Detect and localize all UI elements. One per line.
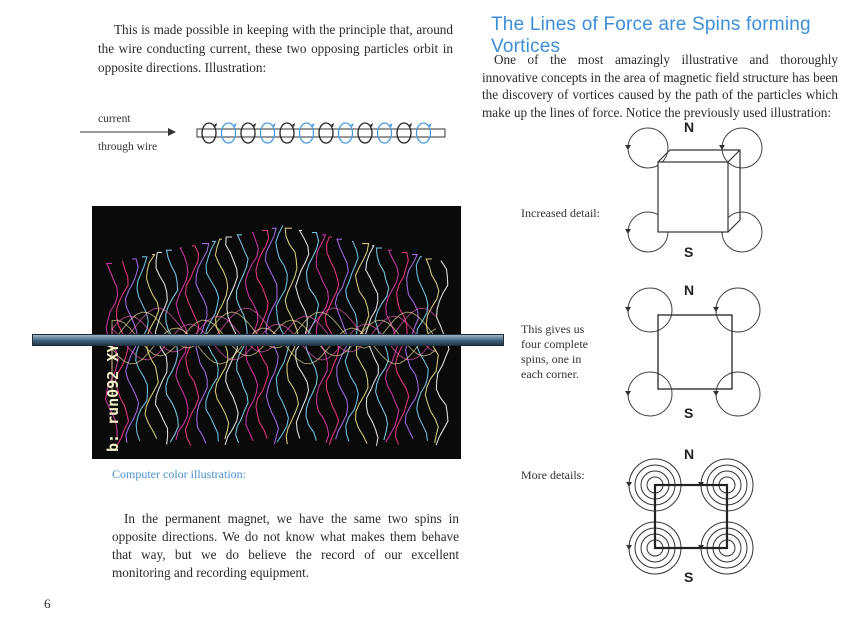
computer-color-photo: b: run092 XYZ <box>92 206 461 459</box>
through-wire-label: through wire <box>98 141 158 153</box>
arrowhead-icon <box>625 145 631 150</box>
closing-paragraph: In the permanent magnet, we have the sam… <box>112 511 459 580</box>
cube-vortex-diagram <box>625 127 763 253</box>
spiral-loop <box>376 122 393 144</box>
corner-vortex <box>627 371 673 417</box>
arrowhead-icon <box>350 123 354 127</box>
wave-strand <box>135 256 149 441</box>
page-title: The Lines of Force are Spins forming Vor… <box>491 14 811 57</box>
arrowhead-icon <box>233 123 237 127</box>
arrowhead-icon <box>713 391 719 396</box>
spiral-loop <box>220 122 237 144</box>
south-pole-label: S <box>684 569 694 585</box>
arrowhead-icon <box>719 145 725 150</box>
magnet-square <box>657 314 733 390</box>
arrowhead-icon <box>370 123 373 127</box>
arrowhead-icon <box>214 123 217 127</box>
square-vortex-diagram <box>625 287 761 417</box>
spiral-loop <box>240 122 256 144</box>
corner-vortex <box>627 287 673 333</box>
wave-strand <box>124 258 140 444</box>
spiral-loop <box>298 122 315 144</box>
arrowhead-icon <box>389 123 393 127</box>
spiral-loop <box>279 122 295 144</box>
arrowhead-icon <box>292 123 295 127</box>
wave-strand <box>105 262 119 440</box>
magnet-cube-front <box>657 161 729 233</box>
corner-vortex <box>715 287 761 333</box>
more-details-label: More details: <box>521 468 585 482</box>
spiral-loop <box>415 122 432 144</box>
wave-strand <box>404 254 419 439</box>
spiral-loop <box>318 122 334 144</box>
wave-strand <box>114 260 130 446</box>
arrowhead-icon <box>625 229 631 234</box>
arrowhead-icon <box>428 123 432 127</box>
spiral-loop <box>357 122 373 144</box>
current-label: current <box>98 113 131 125</box>
wave-strand <box>435 260 450 446</box>
south-pole-label: S <box>684 244 694 260</box>
wave-strand <box>264 227 280 445</box>
arrowhead-icon <box>311 123 315 127</box>
spiral-loop <box>337 122 354 144</box>
arrowhead-icon <box>626 482 632 487</box>
concentric-vortex-diagram <box>626 458 754 575</box>
north-pole-label: N <box>684 282 695 298</box>
wave-strand <box>165 249 179 443</box>
wave-arc <box>111 323 437 382</box>
increased-detail-label: Increased detail: <box>521 206 600 220</box>
page-number: 6 <box>44 596 51 611</box>
arrowhead-icon <box>253 123 256 127</box>
arrowhead-icon <box>625 391 631 396</box>
spiral-loop <box>201 122 217 144</box>
arrowhead-icon <box>625 307 631 312</box>
wire-spiral-diagram <box>196 122 446 144</box>
wave-strand <box>284 227 299 445</box>
four-spins-label: This gives us four complete spins, one i… <box>521 322 588 381</box>
spiral-loop <box>396 122 412 144</box>
current-arrow-icon <box>80 128 176 136</box>
wave-strand <box>295 229 310 439</box>
arrowhead-icon <box>272 123 276 127</box>
magnet-square <box>653 483 729 550</box>
north-pole-label: N <box>684 119 695 135</box>
intro-paragraph: This is made possible in keeping with th… <box>98 22 453 75</box>
wave-strand <box>424 258 440 444</box>
magnet-cube-edges <box>657 149 741 233</box>
corner-vortex <box>715 371 761 417</box>
arrowhead-icon <box>713 307 719 312</box>
spiral-loop <box>259 122 276 144</box>
right-intro-paragraph: One of the most amazingly illustrative a… <box>482 52 838 120</box>
arrowhead-icon <box>626 545 632 550</box>
wave-strand <box>275 225 290 443</box>
wave-strand <box>144 254 160 439</box>
north-pole-label: N <box>684 446 695 462</box>
arrowhead-icon <box>331 123 334 127</box>
photo-overlay-text: b: run092 XYZ <box>104 334 122 452</box>
photo-caption: Computer color illustration: <box>112 467 246 481</box>
arrowhead-icon <box>409 123 412 127</box>
south-pole-label: S <box>684 405 694 421</box>
wave-strand <box>304 232 320 441</box>
wave-strand <box>384 249 400 443</box>
photo-wire-rod <box>32 334 504 346</box>
